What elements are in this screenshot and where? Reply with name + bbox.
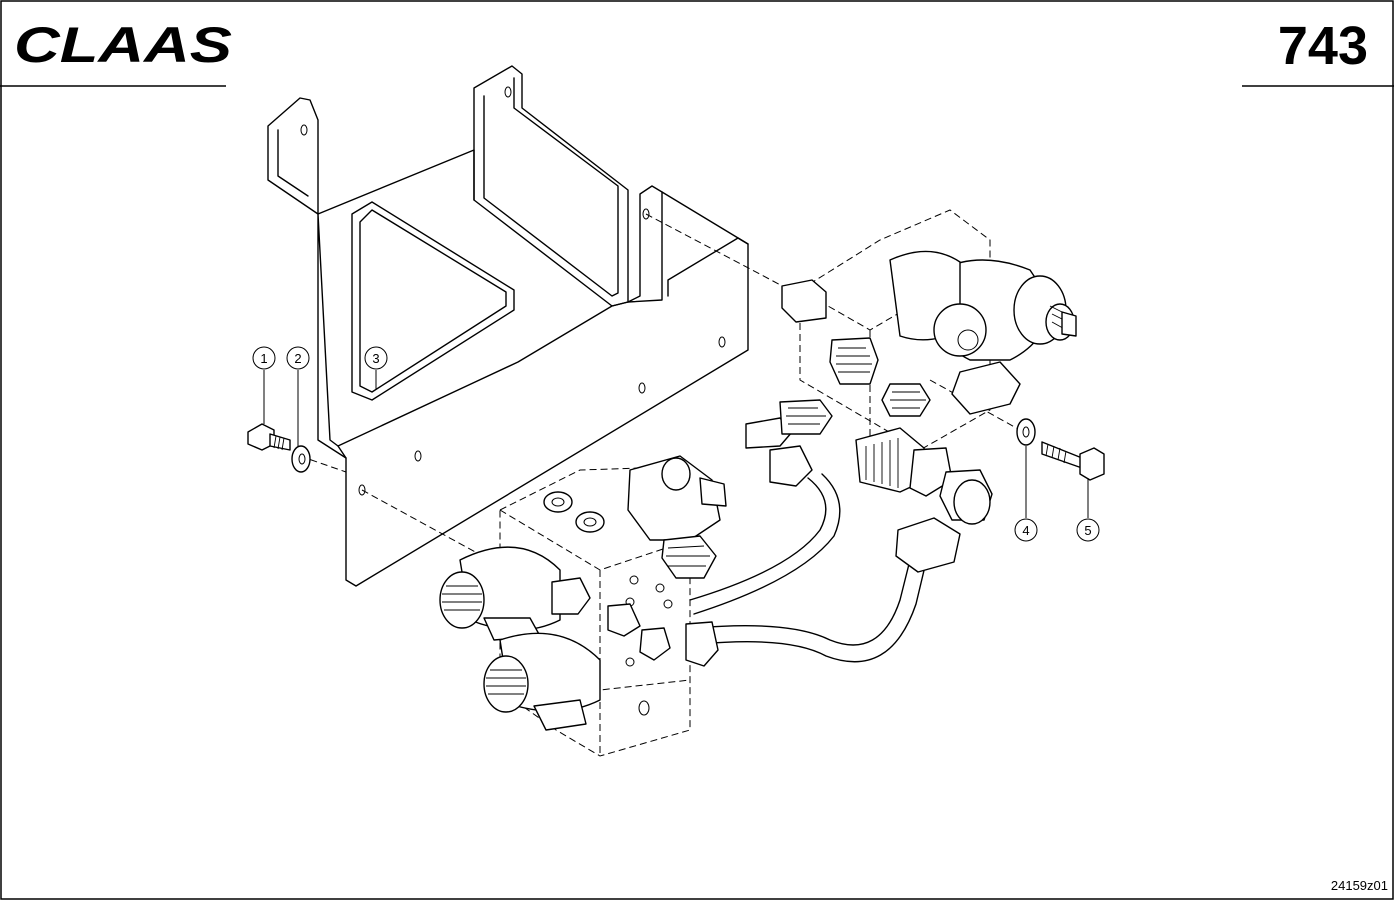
svg-text:5: 5 (1084, 523, 1091, 538)
svg-text:1: 1 (260, 351, 267, 366)
washer-part-4 (1016, 418, 1036, 446)
drawing-id: 24159z01 (1331, 878, 1388, 893)
callout-3: 3 (364, 346, 388, 390)
brand-logo: CLAAS (14, 17, 232, 73)
lower-valve-block (439, 455, 727, 757)
callout-4: 4 (1014, 446, 1038, 542)
assembly-guides (299, 213, 1021, 561)
page-number: 743 (1278, 16, 1368, 76)
hydraulic-hoses (689, 473, 961, 663)
svg-text:3: 3 (372, 351, 379, 366)
mounting-bracket (267, 65, 749, 587)
callout-2: 2 (286, 346, 310, 446)
svg-text:4: 4 (1022, 523, 1029, 538)
bolt-part-1 (247, 423, 291, 451)
callout-1: 1 (252, 346, 276, 424)
upper-valve-block (745, 209, 1077, 525)
svg-text:2: 2 (294, 351, 301, 366)
washer-part-2 (291, 445, 311, 473)
callout-5: 5 (1076, 478, 1100, 542)
bolt-part-5 (1041, 441, 1105, 481)
